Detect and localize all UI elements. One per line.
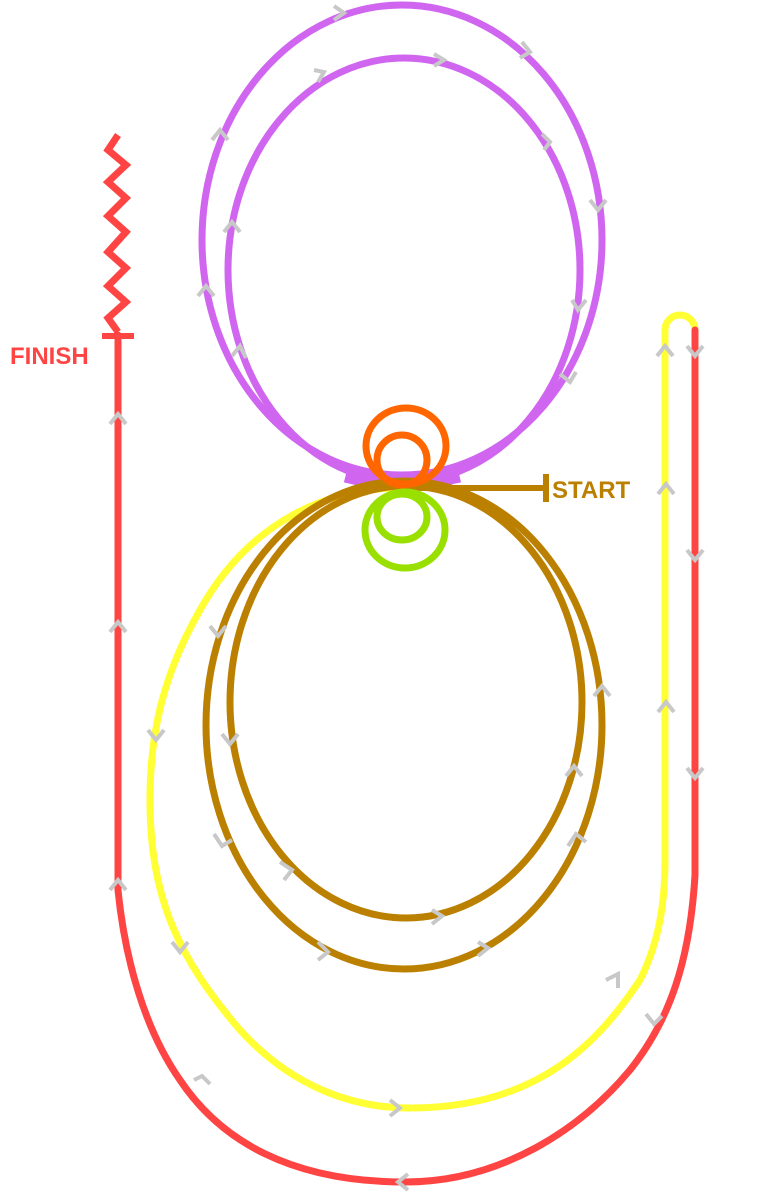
green-loop-inner xyxy=(373,490,431,544)
arrow-icon xyxy=(108,876,128,892)
arrow-icon xyxy=(170,940,190,956)
arrow-icon xyxy=(564,762,584,778)
finish-label: FINISH xyxy=(10,343,89,370)
arrow-icon xyxy=(193,1073,212,1086)
finish-zigzag xyxy=(102,133,132,335)
direction-arrows xyxy=(108,4,705,1192)
brown-loop-outer xyxy=(202,477,606,973)
purple-loop-outer xyxy=(198,1,606,479)
arrow-icon xyxy=(222,218,242,234)
arrow-icon xyxy=(588,198,608,214)
arrow-icon xyxy=(220,732,240,748)
arrow-icon xyxy=(518,40,533,60)
arrow-icon xyxy=(592,682,612,698)
arrow-icon xyxy=(146,728,166,744)
arrow-icon xyxy=(430,908,446,926)
arrow-icon xyxy=(432,52,448,68)
arrow-icon xyxy=(685,344,705,360)
brown-loop-inner xyxy=(226,482,586,922)
arrow-icon xyxy=(605,970,620,988)
arrow-icon xyxy=(208,624,228,640)
arrow-icon xyxy=(656,480,676,496)
green-loop-outer xyxy=(361,488,449,572)
arrow-icon xyxy=(230,342,248,359)
arrow-icon xyxy=(332,4,348,22)
arrow-icon xyxy=(644,1012,664,1027)
start-label: START xyxy=(552,477,631,504)
arrow-icon xyxy=(210,126,230,142)
arrow-icon xyxy=(685,548,705,564)
arrow-icon xyxy=(566,831,588,848)
arrow-icon xyxy=(108,618,128,634)
yellow-track xyxy=(146,311,699,1112)
red-track xyxy=(114,326,699,1186)
arrow-icon xyxy=(685,766,705,782)
arrow-icon xyxy=(656,698,676,714)
orange-loop-inner xyxy=(373,431,431,489)
arrow-icon xyxy=(316,940,331,962)
arrow-icon xyxy=(108,410,128,426)
purple-loop-inner xyxy=(224,54,584,486)
arrow-icon xyxy=(394,1172,410,1192)
arrow-icon xyxy=(655,342,675,358)
arrow-icon xyxy=(212,832,234,849)
arrow-icon xyxy=(278,860,295,882)
arrow-icon xyxy=(540,132,553,152)
arrow-icon xyxy=(388,1098,404,1118)
arrow-icon xyxy=(196,282,216,298)
arrow-icon xyxy=(570,298,588,314)
arrow-icon xyxy=(558,370,578,385)
arrow-icon xyxy=(313,68,328,84)
arrow-icon xyxy=(476,940,492,958)
